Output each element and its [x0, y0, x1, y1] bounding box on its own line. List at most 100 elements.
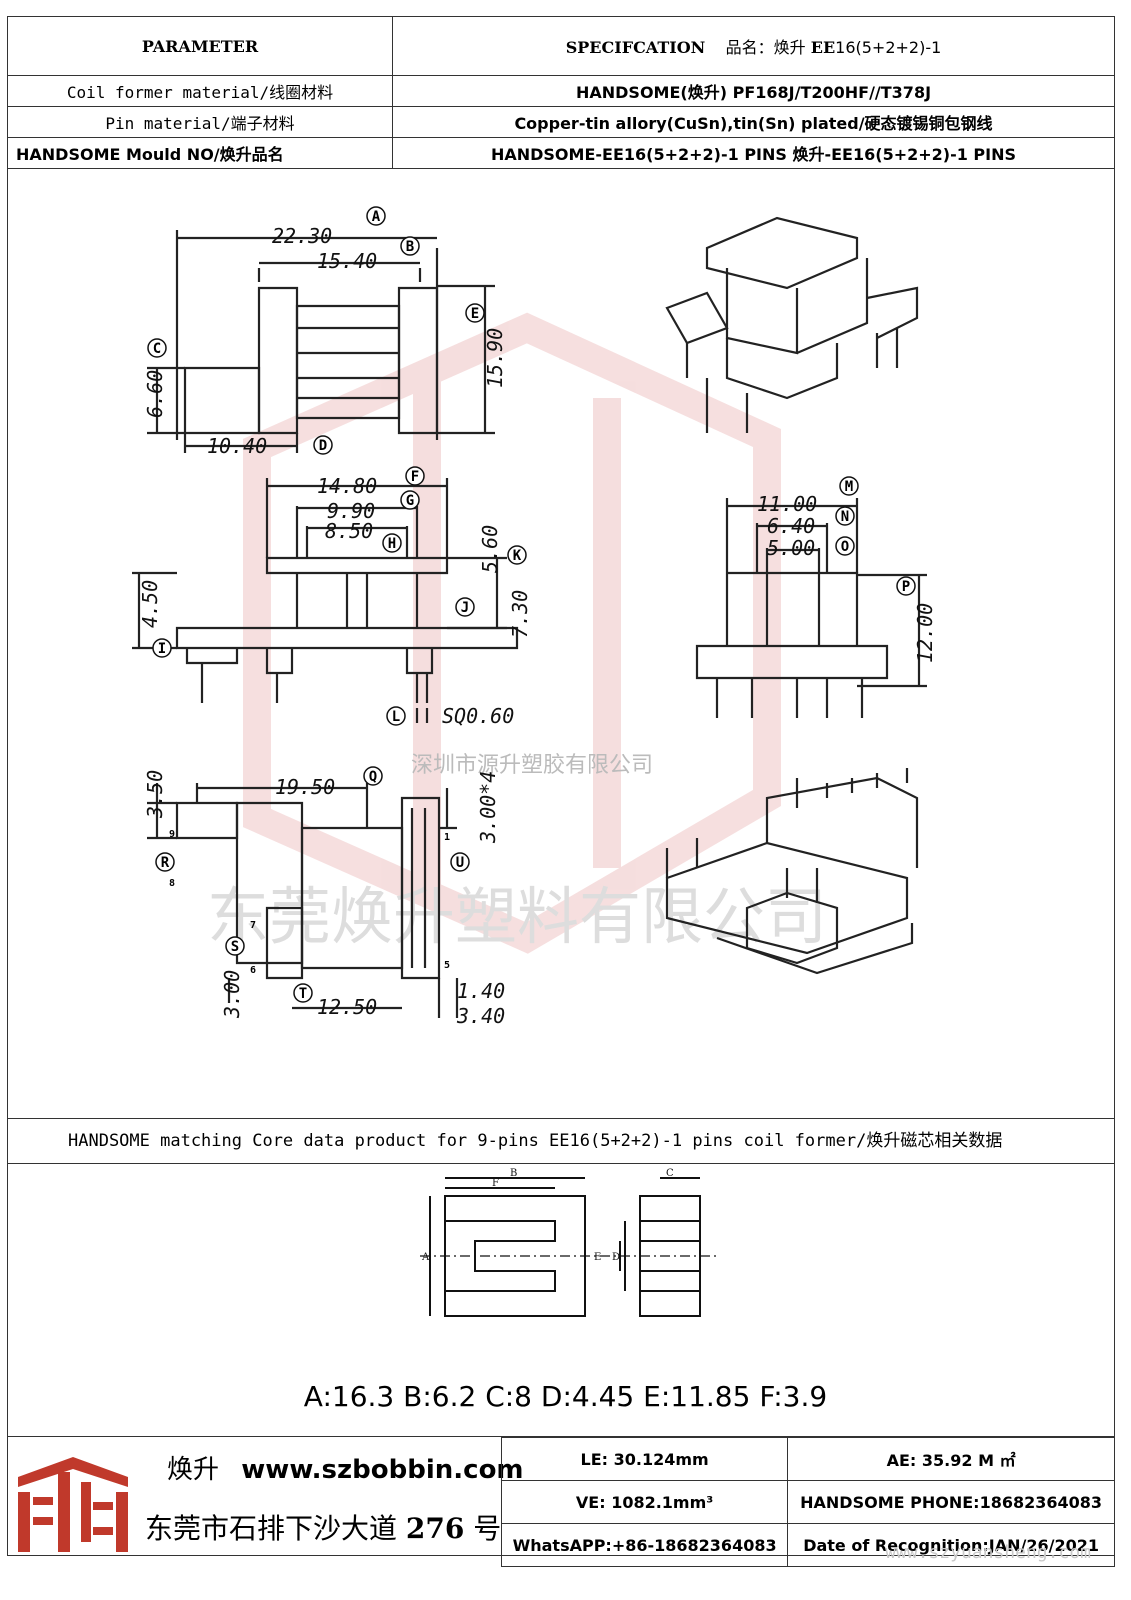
- circle-N: N: [835, 506, 855, 526]
- company-logo-icon: [18, 1457, 128, 1552]
- dim-A-value: 22.30: [272, 224, 332, 248]
- svg-text:B: B: [406, 239, 414, 255]
- dim-K-value: 5.60: [478, 525, 502, 573]
- circle-S: S: [225, 936, 245, 956]
- circle-B: B: [400, 236, 420, 256]
- ve-value: VE: 1082.1mm³: [500, 1480, 789, 1524]
- circle-U: U: [450, 852, 470, 872]
- brand-url[interactable]: www.szbobbin.com: [241, 1455, 524, 1485]
- circle-I: I: [152, 638, 172, 658]
- spec-table: PARAMETER SPECIFCATION 品名：焕升 EE16(5+2+2)…: [7, 16, 1115, 169]
- product-code: 16(5+2+2)-1: [835, 38, 942, 57]
- svg-text:J: J: [461, 600, 469, 616]
- row-label-pin-material: Pin material/端子材料: [7, 106, 393, 138]
- core-dimensions: A:16.3 B:6.2 C:8 D:4.45 E:11.85 F:3.9: [303, 1380, 828, 1413]
- dim-H-value: 8.50: [325, 519, 373, 543]
- dim-U-value: 3.00*4: [476, 771, 500, 844]
- pin-1: 1: [444, 832, 450, 843]
- circle-J: J: [455, 597, 475, 617]
- dim-D-value: 10.40: [207, 434, 267, 458]
- brand-line: 焕升 www.szbobbin.com: [167, 1449, 524, 1486]
- svg-text:E: E: [471, 306, 479, 322]
- svg-text:A: A: [372, 209, 381, 225]
- specification-heading: SPECIFCATION 品名：焕升 EE16(5+2+2)-1: [392, 16, 1115, 76]
- row-label-mould-no: HANDSOME Mould NO/焕升品名: [7, 137, 393, 169]
- pin-7: 7: [250, 920, 256, 931]
- core-label-F: F: [492, 1178, 499, 1189]
- svg-text:K: K: [513, 548, 522, 564]
- circle-Q: Q: [363, 766, 383, 786]
- svg-text:Q: Q: [369, 769, 377, 785]
- svg-text:I: I: [158, 641, 166, 657]
- svg-text:M: M: [845, 479, 853, 495]
- core-label-D: D: [612, 1252, 620, 1263]
- dim-J-value: 7.30: [508, 590, 532, 638]
- svg-text:L: L: [392, 709, 400, 725]
- row-value-mould-no: HANDSOME-EE16(5+2+2)-1 PINS 焕升-EE16(5+2+…: [392, 137, 1115, 169]
- dim-N-value: 6.40: [767, 514, 815, 538]
- svg-text:U: U: [456, 855, 464, 871]
- spec-label: SPECIFCATION: [565, 38, 706, 57]
- core-label-E: E: [594, 1252, 601, 1263]
- end-view: [695, 498, 927, 718]
- circle-G: G: [400, 490, 420, 510]
- pin-8: 8: [169, 878, 175, 889]
- circle-T: T: [293, 983, 313, 1003]
- dim-M-value: 11.00: [757, 492, 817, 516]
- row-value-coil-material: HANDSOME(焕升) PF168J/T200HF//T378J: [392, 75, 1115, 107]
- svg-text:P: P: [902, 579, 910, 595]
- brand-cn: 焕升: [167, 1455, 220, 1485]
- pin-9: 9: [169, 829, 175, 840]
- circle-E: E: [465, 303, 485, 323]
- circle-F: F: [405, 466, 425, 486]
- watermark-company-large: 东莞焕升塑料有限公司: [207, 880, 827, 953]
- circle-C: C: [147, 338, 167, 358]
- circle-O: O: [835, 536, 855, 556]
- iso-view-top: [665, 216, 919, 433]
- site-watermark: www.szyuansheng.com: [885, 1542, 1091, 1563]
- svg-text:N: N: [841, 509, 849, 525]
- footer-data-table: LE: 30.124mm AE: 35.92 M ㎡ VE: 1082.1mm³…: [500, 1437, 1115, 1567]
- dim-Q-value: 19.50: [275, 775, 335, 799]
- circle-P: P: [896, 576, 916, 596]
- svg-text:C: C: [153, 341, 161, 357]
- dim-S-value: 3.00: [220, 970, 244, 1019]
- dim-L-value: SQ0.60: [442, 704, 514, 728]
- svg-text:D: D: [319, 438, 327, 454]
- dim-O-value: 5.00: [767, 536, 815, 560]
- circle-M: M: [839, 476, 859, 496]
- pin-numbers: 9 8 7 6 5 1: [169, 829, 450, 976]
- row-value-pin-material: Copper-tin allory(CuSn),tin(Sn) plated/硬…: [392, 106, 1115, 138]
- address-cn: 东莞市石排下沙大道: [145, 1512, 398, 1545]
- dim-B-value: 15.40: [317, 249, 377, 273]
- dim-T-value: 12.50: [317, 995, 377, 1019]
- svg-text:T: T: [299, 986, 307, 1002]
- address-line: 东莞市石排下沙大道 276 号: [145, 1507, 501, 1547]
- core-data-title: HANDSOME matching Core data product for …: [7, 1118, 1115, 1164]
- dim-E-value: 15.90: [483, 328, 507, 388]
- technical-drawings: 深圳市源升塑胶有限公司 东莞焕升塑料有限公司: [7, 178, 1115, 1118]
- pin-6: 6: [250, 965, 256, 976]
- circle-D: D: [313, 435, 333, 455]
- circle-L: L: [386, 706, 406, 726]
- le-value: LE: 30.124mm: [500, 1437, 789, 1481]
- whatsapp-value: WhatsAPP:+86-18682364083: [500, 1523, 789, 1567]
- circle-K: K: [507, 545, 527, 565]
- dim-I-value: 4.50: [138, 580, 162, 628]
- svg-text:G: G: [406, 493, 414, 509]
- bottom-view: [147, 783, 459, 1018]
- pin-5: 5: [444, 960, 450, 971]
- product-code-bold: EE: [810, 38, 836, 57]
- circled-letters: A B C D E F G H I J K L M N O P Q R S T …: [147, 206, 916, 1003]
- dim-C-value: 6.60: [143, 370, 167, 418]
- dim-G-value: 9.90: [327, 499, 375, 523]
- dim-P-value: 12.00: [913, 603, 937, 663]
- dim-w2-value: 3.40: [456, 1004, 505, 1028]
- core-label-A: A: [421, 1252, 430, 1263]
- svg-text:H: H: [388, 536, 396, 552]
- dimension-labels: 22.30 15.40 6.60 10.40 15.90 14.80 9.90 …: [138, 224, 937, 1028]
- circle-R: R: [155, 852, 175, 872]
- address-suffix: 号: [473, 1512, 502, 1545]
- dim-R-value: 3.50: [143, 770, 167, 819]
- row-label-coil-material: Coil former material/线圈材料: [7, 75, 393, 107]
